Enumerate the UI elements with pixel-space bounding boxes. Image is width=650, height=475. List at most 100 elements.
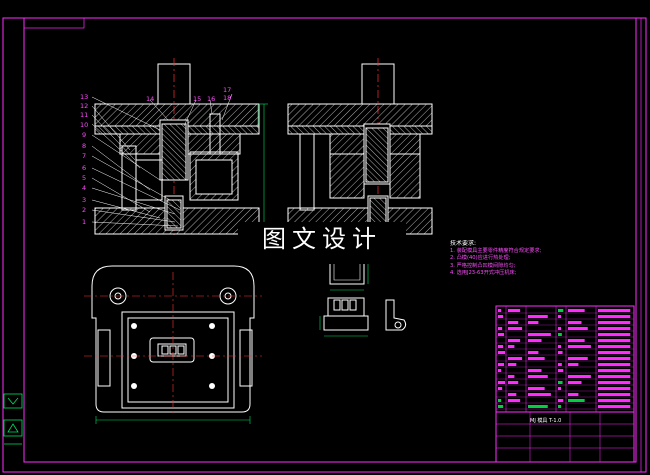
table-cell-fill [498, 351, 506, 354]
table-cell-fill [528, 369, 542, 372]
table-cell-fill [508, 357, 523, 360]
table-cell-fill [598, 351, 631, 354]
table-cell-fill [498, 309, 502, 312]
table-cell-fill [528, 339, 542, 342]
table-cell-fill [598, 339, 631, 342]
table-cell-fill [558, 315, 562, 318]
notes-line-3: 3. 严格控制凸凹模间隙均匀; [450, 262, 516, 269]
label-6: 6 [82, 164, 86, 172]
notes-title: 技术要求: [450, 240, 477, 247]
label-12: 12 [80, 102, 88, 110]
table-cell-fill [558, 345, 562, 348]
table-cell-fill [568, 393, 579, 396]
label-18: 18 [223, 94, 231, 102]
table-cell-fill [598, 399, 631, 402]
table-cell-fill [528, 393, 551, 396]
table-cell-fill [568, 345, 591, 348]
table-cell-fill [508, 309, 521, 312]
label-8: 8 [82, 142, 86, 150]
table-cell-fill [528, 315, 548, 318]
table-cell-fill [508, 363, 517, 366]
table-cell-fill [568, 321, 582, 324]
table-cell-fill [498, 363, 505, 366]
table-cell-fill [528, 351, 539, 354]
title-block [495, 411, 635, 463]
label-15: 15 [193, 95, 201, 103]
part-detail-views [319, 264, 407, 337]
parts-list-table: MJ 模具 T-1.0 [495, 305, 635, 463]
label-2: 2 [82, 206, 86, 214]
table-cell-fill [498, 327, 503, 330]
label-16: 16 [207, 95, 215, 103]
table-cell-fill [598, 345, 631, 348]
table-cell-fill [508, 375, 515, 378]
table-cell-fill [508, 393, 517, 396]
side-section-view [287, 58, 433, 235]
table-cell-fill [598, 405, 631, 408]
table-cell-fill [598, 315, 631, 318]
table-cell-fill [498, 387, 503, 390]
table-cell-fill [568, 363, 579, 366]
table-cell-fill [498, 405, 504, 408]
table-cell-fill [598, 369, 631, 372]
table-cell-fill [598, 357, 631, 360]
label-3: 3 [82, 196, 86, 204]
table-cell-fill [508, 381, 519, 384]
part-labels: 13 12 11 10 9 8 7 6 5 4 3 2 1 14 15 16 1… [80, 86, 231, 226]
label-14: 14 [146, 95, 154, 103]
label-13: 13 [80, 93, 88, 101]
table-cell-fill [558, 309, 564, 312]
table-cell-fill [568, 339, 585, 342]
label-7: 7 [82, 152, 86, 160]
table-cell-fill [558, 387, 561, 390]
table-cell-fill [568, 309, 585, 312]
table-cell-fill [498, 399, 502, 402]
notes-line-2: 2. 凸模(40)应进行热处理; [450, 255, 511, 261]
table-cell-fill [508, 327, 523, 330]
notes-line-4: 4. 选用J23-63开式冲压机床; [450, 270, 517, 276]
left-margin-symbols [3, 393, 23, 445]
top-tick-box [23, 17, 85, 29]
table-cell-fill [598, 333, 631, 336]
table-cell-fill [528, 405, 548, 408]
table-cell-fill [528, 321, 539, 324]
table-cell-fill [528, 357, 545, 360]
label-1: 1 [82, 218, 86, 226]
table-cell-fill [528, 333, 551, 336]
table-cell-fill [528, 387, 545, 390]
table-cell-fill [568, 327, 588, 330]
table-cell-fill [568, 381, 582, 384]
inner-frame [23, 17, 637, 463]
table-cell-fill [498, 381, 506, 384]
table-cell-fill [558, 327, 561, 330]
table-cell-fill [598, 327, 631, 330]
table-cell-fill [498, 369, 502, 372]
table-cell-fill [498, 315, 504, 318]
watermark-text: 图文设计 [238, 222, 406, 256]
table-cell-fill [528, 375, 548, 378]
table-cell-fill [558, 333, 562, 336]
table-cell-fill [598, 375, 631, 378]
label-5: 5 [82, 174, 86, 182]
table-cell-fill [598, 381, 631, 384]
table-cell-fill [508, 339, 521, 342]
table-cell-fill [508, 345, 515, 348]
table-cell-fill [558, 369, 564, 372]
plan-view [84, 265, 262, 424]
table-cell-fill [498, 333, 505, 336]
table-cell-fill [558, 351, 563, 354]
table-cell-fill [568, 375, 591, 378]
label-9: 9 [82, 131, 86, 139]
table-cell-fill [498, 345, 504, 348]
label-17: 17 [223, 86, 231, 94]
table-cell-fill [598, 309, 631, 312]
technical-notes: 技术要求: 1. 装配模具主要零件精度符合规定要求; 2. 凸模(40)应进行热… [450, 240, 541, 276]
table-cell-fill [558, 399, 564, 402]
table-cell-fill [598, 363, 631, 366]
table-cell-fill [598, 321, 631, 324]
label-10: 10 [80, 121, 88, 129]
label-11: 11 [80, 111, 88, 119]
label-4: 4 [82, 184, 86, 192]
table-cell-fill [598, 387, 631, 390]
